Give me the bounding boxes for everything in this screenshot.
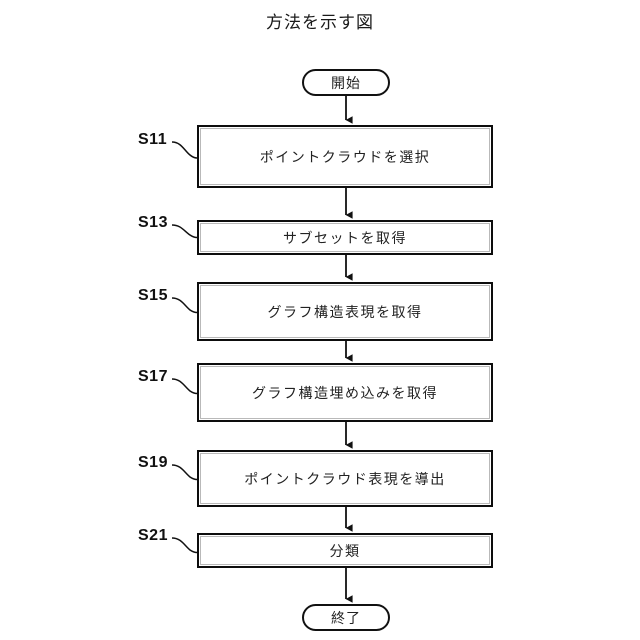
start-node-label: 開始: [331, 76, 361, 92]
end-node[interactable]: 終了: [302, 604, 390, 631]
leader-line-s19: [171, 464, 198, 481]
process-box-s11-label: ポイントクラウドを選択: [259, 150, 431, 166]
step-number-s13: S13: [138, 214, 168, 231]
end-node-label: 終了: [331, 611, 361, 627]
figure-title: 方法を示す図: [266, 13, 374, 32]
process-box-s17-label: グラフ構造埋め込みを取得: [252, 386, 438, 402]
leader-line-s13: [171, 224, 198, 239]
process-box-s19[interactable]: ポイントクラウド表現を導出: [197, 450, 493, 507]
process-box-s11[interactable]: ポイントクラウドを選択: [197, 125, 493, 188]
leader-line-s17: [171, 378, 198, 395]
leader-line-s11: [171, 141, 198, 159]
process-box-s15-label: グラフ構造表現を取得: [267, 305, 423, 321]
process-box-s19-label: ポイントクラウド表現を導出: [244, 472, 446, 488]
process-box-s13-label: サブセットを取得: [283, 231, 407, 247]
process-box-s21-label: 分類: [329, 544, 361, 560]
step-number-s15: S15: [138, 287, 168, 304]
start-node[interactable]: 開始: [302, 69, 390, 96]
leader-line-s21: [171, 537, 198, 554]
step-number-s11: S11: [138, 131, 168, 148]
leader-line-s15: [171, 297, 198, 314]
process-box-s17[interactable]: グラフ構造埋め込みを取得: [197, 363, 493, 422]
step-number-s19: S19: [138, 454, 168, 471]
step-number-s21: S21: [138, 527, 168, 544]
process-box-s15[interactable]: グラフ構造表現を取得: [197, 282, 493, 341]
process-box-s21[interactable]: 分類: [197, 533, 493, 568]
step-number-s17: S17: [138, 368, 168, 385]
process-box-s13[interactable]: サブセットを取得: [197, 220, 493, 255]
